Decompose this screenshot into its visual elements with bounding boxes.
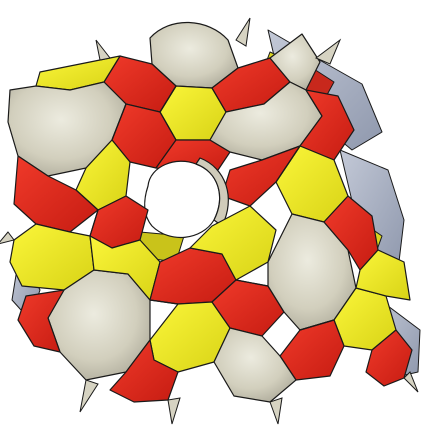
- ring-hole: [144, 160, 221, 239]
- gray-tile-top-right: [269, 33, 321, 91]
- spike-bottom-right: [269, 397, 283, 425]
- red-tile-bottom-left: [17, 289, 65, 353]
- spike-tips: [0, 17, 419, 425]
- spike-top-right: [315, 38, 342, 65]
- spike-top-left: [95, 39, 111, 61]
- red-tile-bottom: [109, 339, 179, 403]
- yellow-tile-far-right: [355, 249, 411, 301]
- spike-bottom-left: [79, 379, 99, 413]
- spike-top: [235, 17, 251, 47]
- edge-lines: [89, 85, 335, 331]
- spike-left: [0, 231, 15, 245]
- spike-bottom: [167, 397, 181, 425]
- yellow-tile-center: [189, 205, 277, 281]
- red-tile-left-lower: [13, 155, 99, 233]
- front-surface: [7, 21, 413, 403]
- gray-tile-bottom-right: [213, 327, 297, 403]
- spike-right: [403, 371, 419, 393]
